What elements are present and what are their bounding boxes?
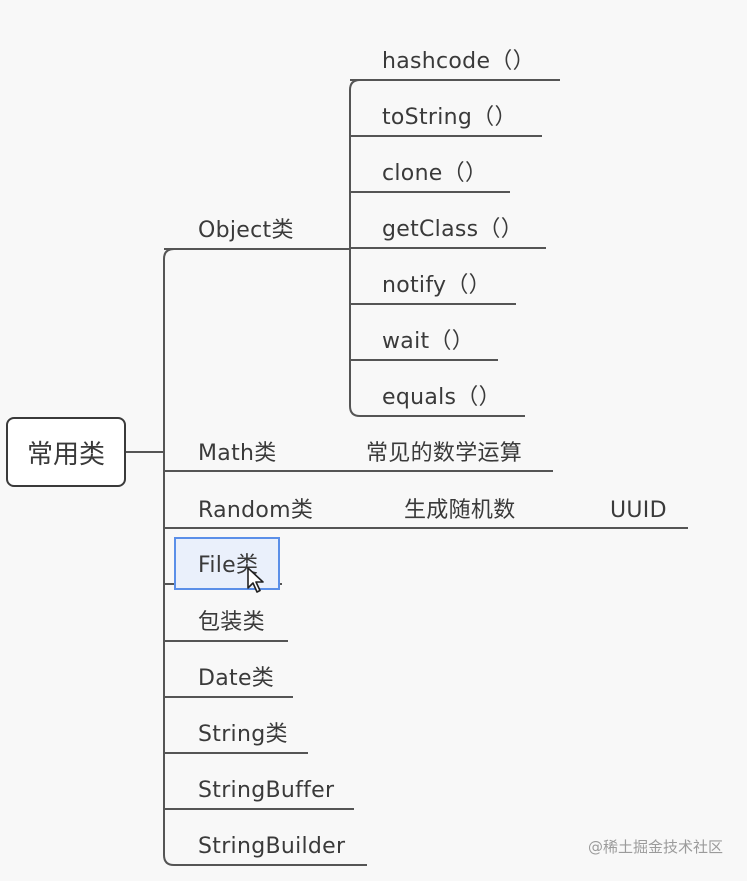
watermark: @稀土掘金技术社区 [587,838,723,856]
branch-object[interactable]: Object类 [198,218,294,243]
branch-wrapper[interactable]: 包装类 [198,610,265,635]
random-child[interactable]: 生成随机数 [404,498,516,523]
branch-string[interactable]: String类 [198,722,288,747]
math-child[interactable]: 常见的数学运算 [366,441,523,466]
method-notify[interactable]: notify（） [382,273,491,298]
root-node[interactable]: 常用类 [6,417,126,487]
branch-stringbuffer[interactable]: StringBuffer [198,778,335,803]
random-grandchild[interactable]: UUID [610,498,667,523]
method-equals[interactable]: equals（） [382,385,501,410]
method-tostring[interactable]: toString（） [382,105,517,130]
method-clone[interactable]: clone（） [382,161,488,186]
branch-stringbuilder[interactable]: StringBuilder [198,834,346,859]
branch-math[interactable]: Math类 [198,441,277,466]
method-getclass[interactable]: getClass（） [382,217,524,242]
branch-date[interactable]: Date类 [198,666,275,691]
method-wait[interactable]: wait（） [382,329,475,354]
arrow-cursor-icon [247,567,264,593]
main-trunk [163,248,175,866]
method-hashcode[interactable]: hashcode（） [382,49,535,74]
branch-random[interactable]: Random类 [198,498,314,523]
root-label: 常用类 [26,439,105,470]
